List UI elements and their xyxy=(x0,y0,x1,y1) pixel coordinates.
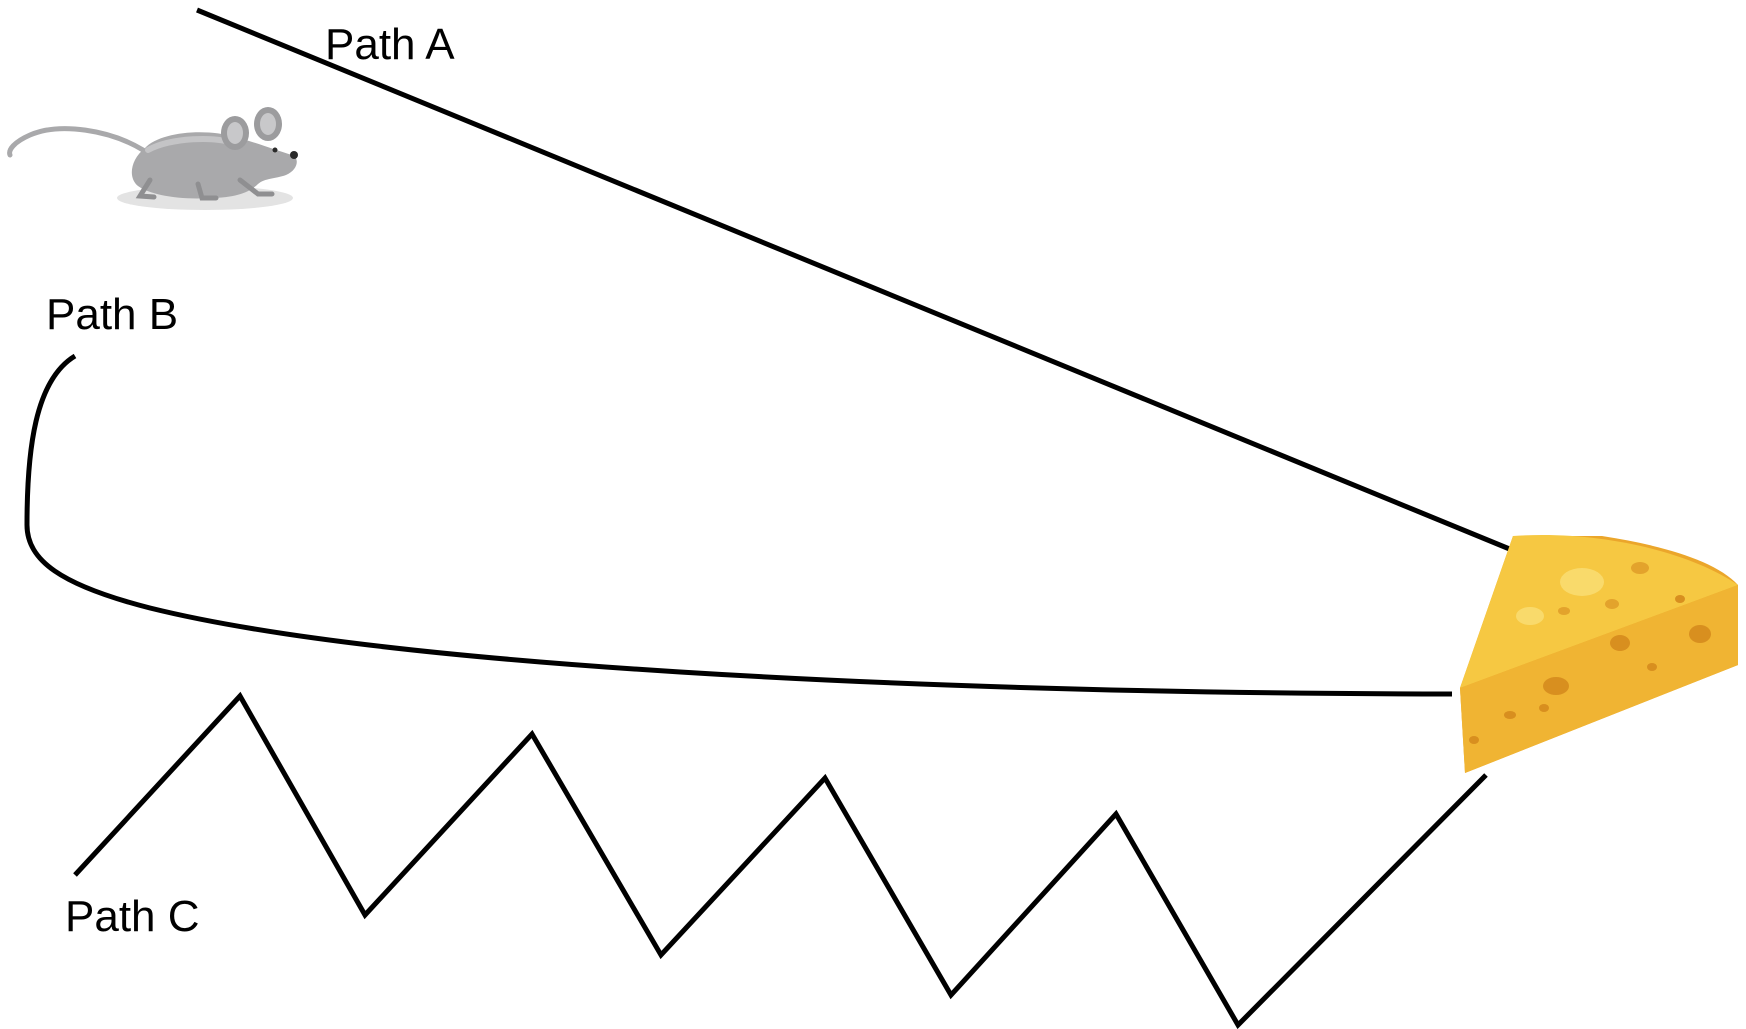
path-b-line xyxy=(27,356,1452,694)
path-c-label: Path C xyxy=(65,892,200,941)
cheese-icon xyxy=(1460,535,1738,773)
mouse-icon xyxy=(10,107,298,210)
path-b-label: Path B xyxy=(46,290,178,339)
path-a-label: Path A xyxy=(325,20,455,69)
path-a-line xyxy=(197,10,1512,550)
path-c-line xyxy=(75,696,1486,1025)
